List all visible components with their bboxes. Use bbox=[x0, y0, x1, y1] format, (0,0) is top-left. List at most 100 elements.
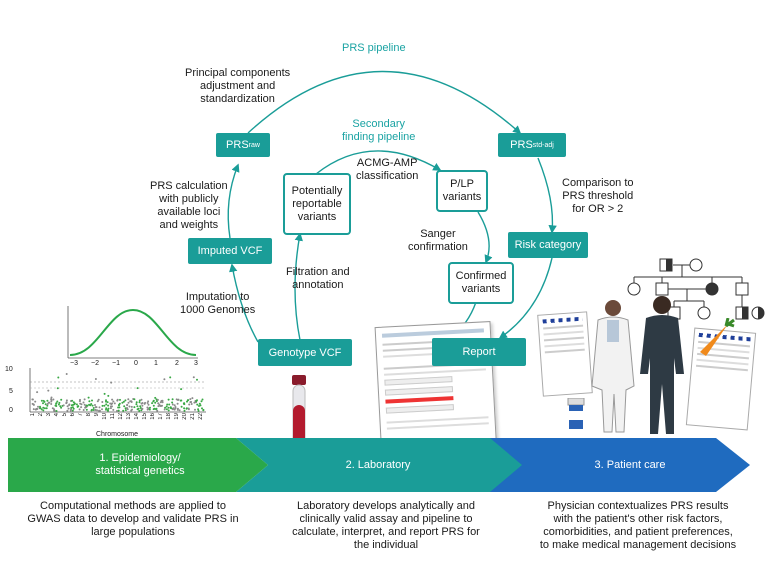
genotype-vcf-box[interactable]: Genotype VCF bbox=[258, 339, 352, 366]
stage-bands bbox=[8, 438, 750, 492]
stage-label-laboratory: 2. Laboratory bbox=[345, 459, 411, 471]
report-box[interactable]: Report bbox=[432, 338, 526, 366]
manhattan-point bbox=[159, 401, 162, 404]
imputation-annotation: Imputation to 1000 Genomes bbox=[180, 291, 256, 316]
arrow-genotype-to-imputed bbox=[229, 263, 259, 343]
manhattan-point bbox=[119, 398, 121, 401]
manhattan-point bbox=[111, 402, 114, 405]
manhattan-point bbox=[85, 408, 88, 411]
manhattan-point bbox=[90, 403, 93, 405]
manhattan-point bbox=[140, 402, 143, 405]
manhattan-point bbox=[138, 409, 141, 412]
manhattan-point bbox=[57, 376, 60, 379]
manhattan-point bbox=[124, 409, 127, 412]
manhattan-point bbox=[123, 405, 126, 408]
manhattan-point bbox=[176, 402, 179, 405]
manhattan-point bbox=[183, 409, 186, 412]
chromosome-tick: 7 bbox=[78, 413, 84, 417]
manhattan-point bbox=[188, 403, 191, 406]
manhattan-point bbox=[88, 403, 91, 406]
manhattan-point bbox=[201, 407, 203, 410]
manhattan-point bbox=[152, 404, 155, 407]
chromosome-tick: 3 bbox=[46, 413, 52, 417]
manhattan-point bbox=[106, 401, 109, 404]
manhattan-point bbox=[163, 408, 166, 411]
manhattan-point bbox=[101, 404, 104, 407]
manhattan-point bbox=[59, 405, 62, 408]
manhattan-point bbox=[112, 400, 115, 403]
manhattan-point bbox=[46, 404, 49, 407]
manhattan-point bbox=[197, 409, 200, 412]
manhattan-point bbox=[124, 399, 127, 402]
manhattan-point bbox=[72, 403, 75, 406]
manhattan-point bbox=[65, 402, 68, 405]
plp-variants-box[interactable]: P/LP variants bbox=[436, 170, 488, 212]
manhattan-point bbox=[113, 402, 116, 405]
manhattan-point bbox=[105, 407, 108, 410]
prs-raw-main: PRS bbox=[226, 139, 249, 151]
manhattan-point bbox=[68, 404, 71, 406]
manhattan-point bbox=[156, 409, 159, 412]
physician-figure bbox=[591, 300, 635, 433]
manhattan-point bbox=[31, 398, 34, 401]
clinical-paper-left bbox=[537, 311, 593, 397]
manhattan-point bbox=[62, 404, 65, 407]
manhattan-point bbox=[101, 401, 104, 403]
manhattan-point bbox=[118, 406, 121, 409]
manhattan-point bbox=[183, 402, 186, 405]
manhattan-point bbox=[94, 408, 97, 411]
manhattan-point bbox=[72, 407, 75, 410]
manhattan-point bbox=[159, 404, 162, 407]
chromosome-tick: 19 bbox=[174, 413, 180, 420]
patient-figure bbox=[640, 296, 684, 434]
potentially-reportable-box[interactable]: Potentially reportable variants bbox=[283, 173, 351, 235]
chromosome-tick: 13 bbox=[126, 413, 132, 420]
manhattan-point bbox=[173, 408, 176, 411]
confirmed-variants-box[interactable]: Confirmed variants bbox=[448, 262, 514, 304]
manhattan-point bbox=[146, 402, 149, 404]
manhattan-point bbox=[161, 404, 163, 407]
manhattan-point bbox=[96, 409, 98, 412]
manhattan-point bbox=[103, 404, 106, 407]
manhattan-point bbox=[198, 402, 201, 405]
manhattan-point bbox=[109, 402, 112, 405]
manhattan-point bbox=[50, 396, 53, 399]
manhattan-point bbox=[71, 399, 74, 402]
manhattan-point bbox=[163, 378, 166, 381]
manhattan-point bbox=[82, 401, 85, 404]
manhattan-point bbox=[169, 407, 172, 410]
manhattan-point bbox=[138, 399, 141, 402]
manhattan-point bbox=[165, 405, 168, 408]
chromosome-label: Chromosome bbox=[96, 431, 139, 438]
manhattan-point bbox=[112, 408, 115, 411]
manhattan-point bbox=[47, 401, 50, 404]
manhattan-plot bbox=[29, 368, 206, 413]
secondary-pipeline-title: Secondary finding pipeline bbox=[342, 118, 416, 143]
manhattan-point bbox=[140, 398, 143, 401]
chromosome-tick: 10 bbox=[102, 413, 108, 420]
manhattan-point bbox=[128, 405, 131, 408]
imputed-vcf-box[interactable]: Imputed VCF bbox=[188, 238, 272, 264]
manhattan-point bbox=[97, 398, 100, 401]
manhattan-point bbox=[196, 399, 198, 402]
acmg-annotation: ACMG-AMP classification bbox=[356, 157, 419, 182]
manhattan-point bbox=[199, 404, 202, 407]
manhattan-point bbox=[70, 406, 73, 409]
risk-category-box[interactable]: Risk category bbox=[508, 232, 588, 258]
manhattan-point bbox=[32, 408, 35, 411]
manhattan-point bbox=[185, 407, 188, 410]
arrow-prs-std-to-risk bbox=[537, 157, 557, 234]
manhattan-point bbox=[152, 408, 155, 411]
manhattan-point bbox=[200, 400, 203, 403]
manhattan-point bbox=[94, 404, 96, 406]
manhattan-point bbox=[60, 406, 63, 409]
manhattan-point bbox=[190, 403, 193, 405]
chromosome-tick: 4 bbox=[54, 413, 60, 417]
manhattan-point bbox=[42, 402, 44, 405]
manhattan-point bbox=[166, 403, 169, 406]
chromosome-tick: 6 bbox=[70, 413, 76, 417]
manhattan-point bbox=[46, 403, 49, 405]
manhattan-point bbox=[176, 408, 179, 411]
